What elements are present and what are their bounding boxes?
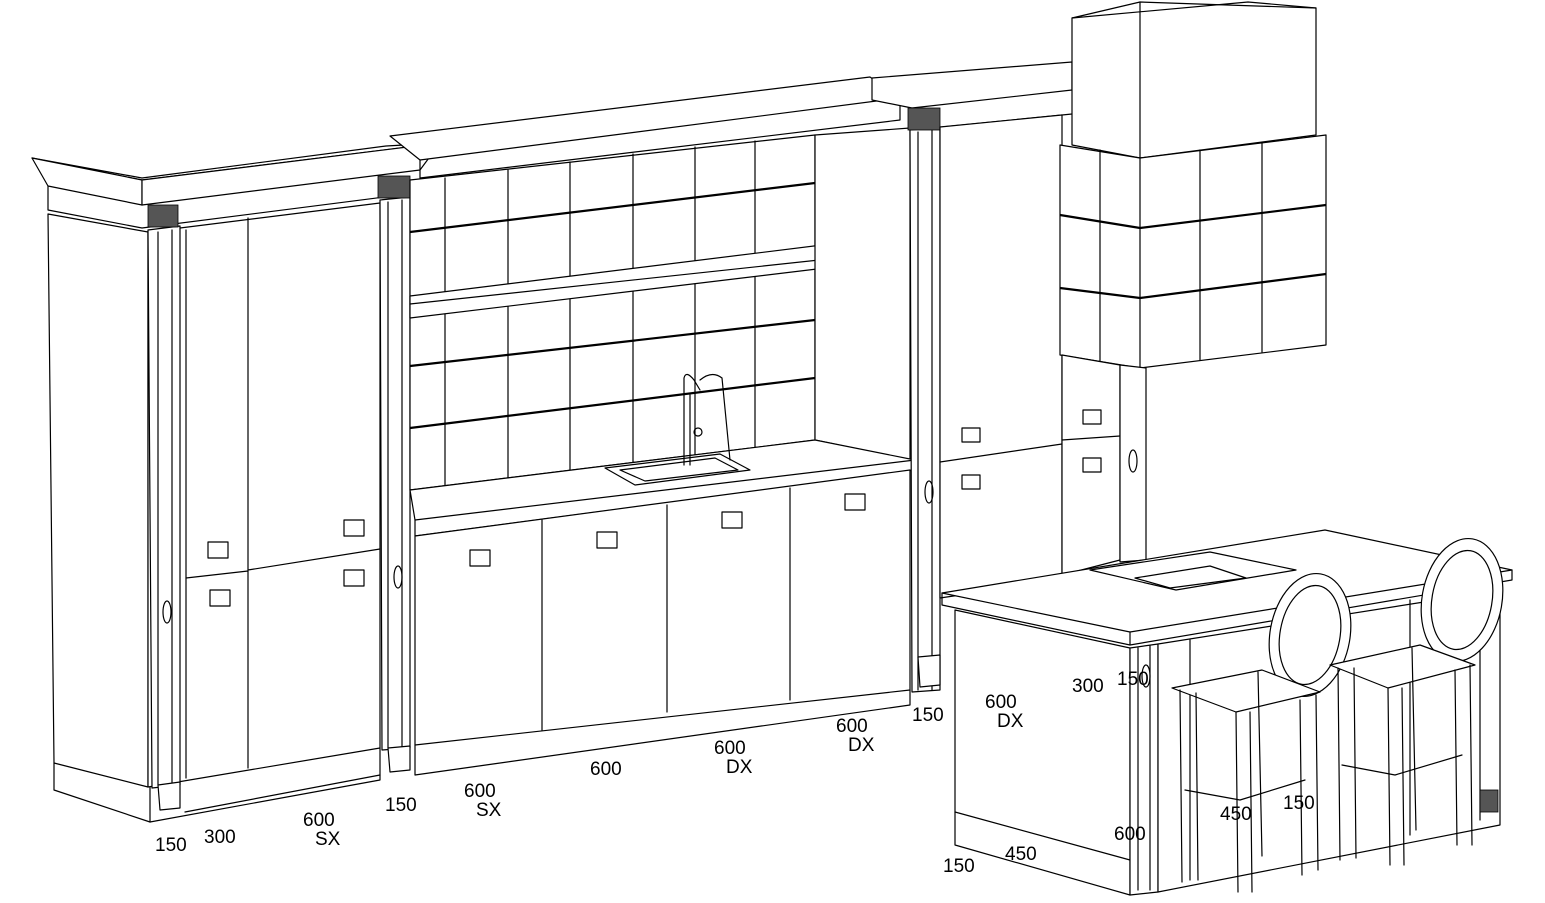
dimension-label-sink-base-4: 600 bbox=[836, 716, 868, 737]
dimension-label-sink-base-2: 600 bbox=[590, 759, 622, 780]
bar-stool-right bbox=[1329, 537, 1504, 866]
dimension-label-island-150-a: 150 bbox=[1283, 793, 1315, 814]
dimension-label-island-150-b: 150 bbox=[943, 856, 975, 877]
dimension-label-right-tall-300: 300 bbox=[1072, 676, 1104, 697]
dimension-label-right-tall-filler-2: 150 bbox=[1117, 669, 1149, 690]
dimension-label-sink-base-3: 600 bbox=[714, 738, 746, 759]
dimension-label-right-tall-600-suffix: DX bbox=[997, 711, 1024, 732]
dimension-label-sink-wall-filler: 150 bbox=[385, 795, 417, 816]
dimension-label-left-tall-300: 300 bbox=[204, 827, 236, 848]
range-hood bbox=[1059, 1, 1327, 576]
dimension-label-sink-base-1-suffix: SX bbox=[476, 800, 502, 821]
sink-wall bbox=[377, 76, 916, 776]
dimension-label-left-tall-600: 600 bbox=[303, 810, 335, 831]
dimension-label-island-450-a: 450 bbox=[1220, 804, 1252, 825]
dimension-label-sink-base-4-suffix: DX bbox=[848, 735, 875, 756]
dimension-label-island-600: 600 bbox=[1114, 824, 1146, 845]
left-tall-cabinet bbox=[31, 142, 441, 823]
right-tall-cabinet bbox=[871, 61, 1073, 693]
dimension-label-right-tall-filler: 150 bbox=[912, 705, 944, 726]
dimension-label-sink-base-1: 600 bbox=[464, 781, 496, 802]
dimension-label-sink-base-3-suffix: DX bbox=[726, 757, 753, 778]
dimension-label-island-450-b: 450 bbox=[1005, 844, 1037, 865]
dimension-label-left-tall-600-suffix: SX bbox=[315, 829, 341, 850]
dimension-label-right-tall-600: 600 bbox=[985, 692, 1017, 713]
dimension-label-left-tall-filler: 150 bbox=[155, 835, 187, 856]
